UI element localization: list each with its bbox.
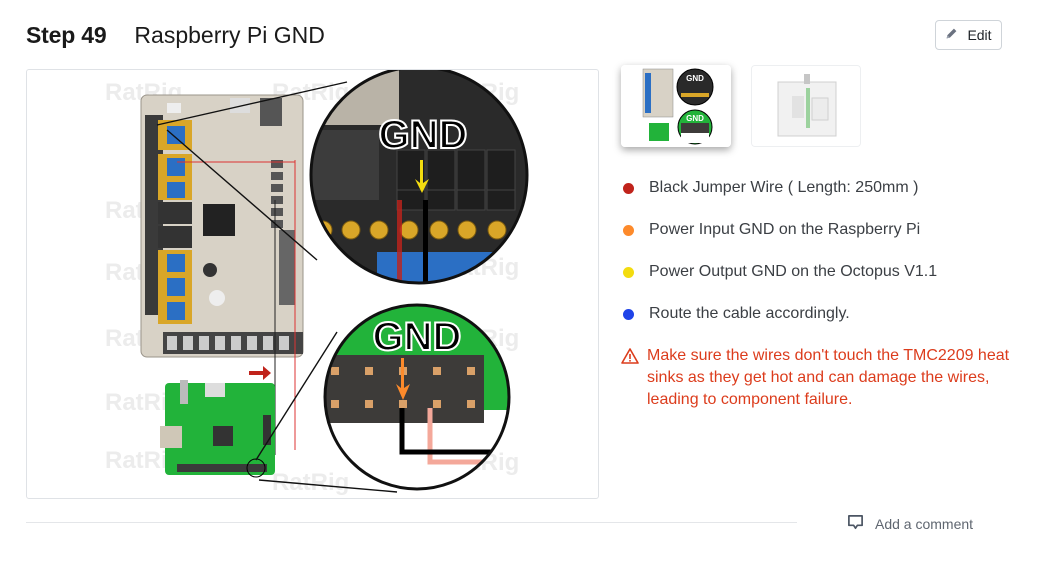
list-item-text: Black Jumper Wire ( Length: 250mm )	[649, 179, 919, 196]
list-item: Route the cable accordingly.	[621, 300, 937, 328]
list-item-text: Power Output GND on the Octopus V1.1	[649, 263, 938, 280]
orange-arrow-icon	[396, 358, 410, 400]
warning-note: Make sure the wires don't touch the TMC2…	[621, 345, 1011, 411]
bullet-blue-icon	[623, 308, 634, 320]
callout-lines	[156, 81, 398, 493]
warning-triangle-icon	[621, 347, 639, 365]
bullet-yellow-icon	[623, 266, 634, 278]
raspberry-pi-board	[160, 380, 275, 478]
list-item: Power Output GND on the Octopus V1.1	[621, 258, 937, 286]
section-divider	[26, 522, 797, 523]
callout-bottom-label: GND	[373, 315, 462, 359]
octopus-board	[140, 94, 304, 455]
svg-text:GND: GND	[686, 74, 704, 83]
callout-octopus-gnd: GND	[309, 70, 529, 285]
step-header: Step 49 Raspberry Pi GND	[26, 18, 325, 52]
list-item: Black Jumper Wire ( Length: 250mm )	[621, 174, 937, 202]
step-number: Step 49	[26, 21, 107, 48]
pencil-icon	[945, 27, 958, 43]
thumbnail-1[interactable]: GND GND	[621, 65, 731, 147]
add-comment-label: Add a comment	[875, 516, 974, 532]
callout-top-label: GND	[379, 113, 468, 157]
add-comment-button[interactable]: Add a comment	[847, 514, 973, 534]
instruction-list: Black Jumper Wire ( Length: 250mm ) Powe…	[621, 174, 937, 342]
list-item: Power Input GND on the Raspberry Pi	[621, 216, 937, 244]
warning-text: Make sure the wires don't touch the TMC2…	[647, 347, 1010, 408]
yellow-arrow-icon	[415, 160, 429, 193]
thumbnail-2[interactable]	[751, 65, 861, 147]
edit-label: Edit	[967, 27, 992, 43]
edit-button[interactable]: Edit	[935, 20, 1002, 50]
step-title: Raspberry Pi GND	[134, 21, 325, 48]
direction-arrow-icon	[249, 366, 271, 380]
comment-icon	[847, 514, 864, 534]
list-item-text: Power Input GND on the Raspberry Pi	[649, 221, 921, 238]
bullet-orange-icon	[623, 224, 634, 236]
svg-text:GND: GND	[686, 114, 704, 123]
list-item-text: Route the cable accordingly.	[649, 305, 850, 322]
bullet-red-icon	[623, 182, 634, 194]
callout-pi-gnd: GND	[323, 303, 511, 491]
